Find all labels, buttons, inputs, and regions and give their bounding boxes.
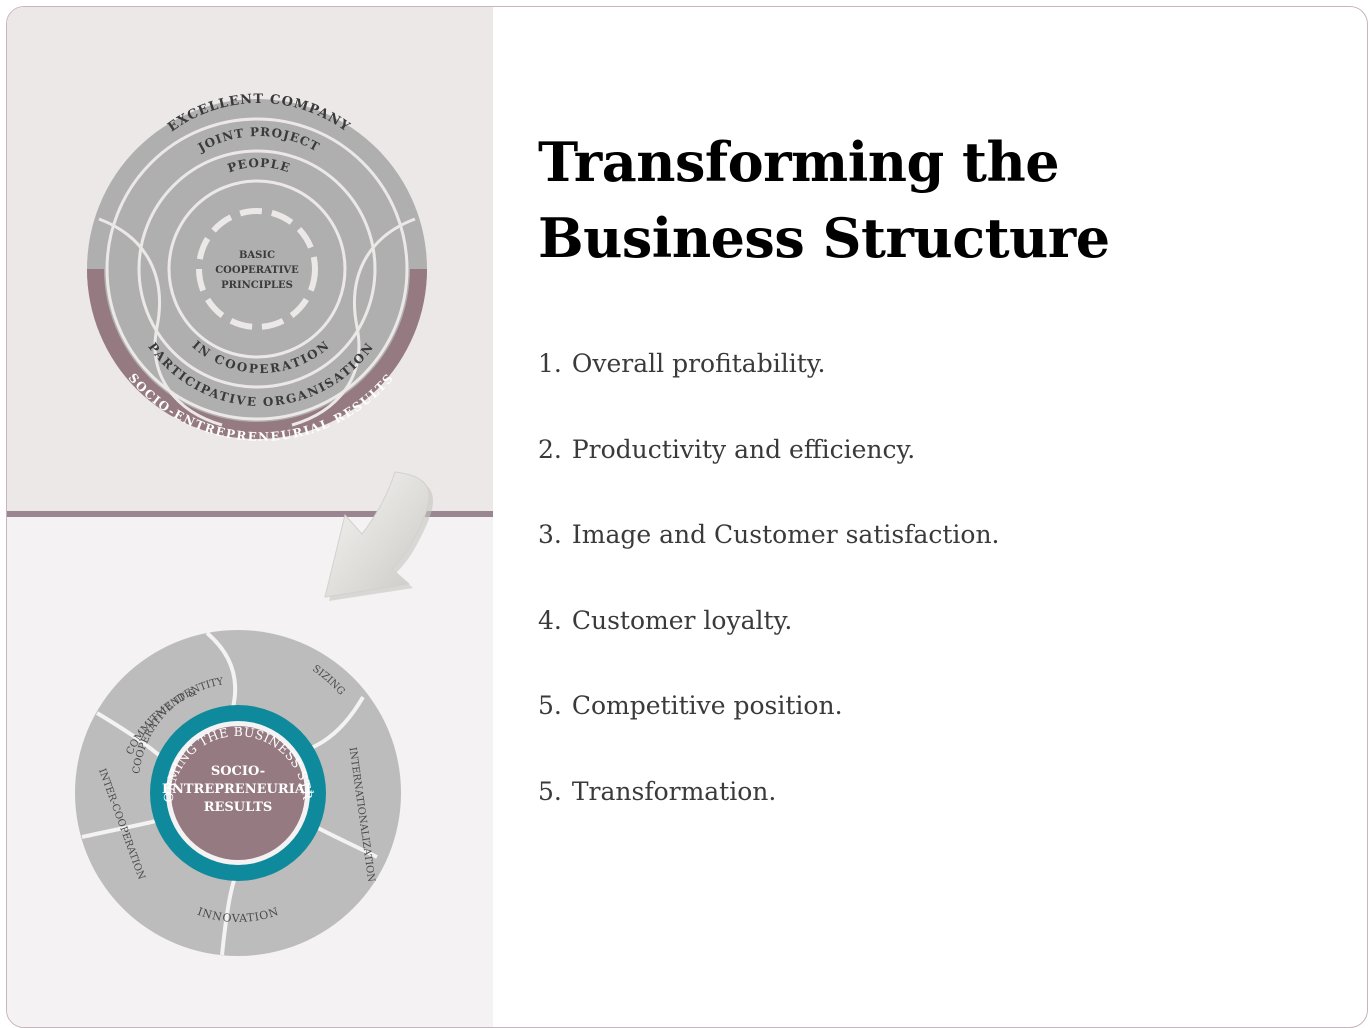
list-item: 5. Transformation.: [538, 764, 1000, 850]
metric-list: 1. Overall profitability. 2. Productivity …: [538, 336, 1000, 849]
core-line-1: SOCIO-: [211, 764, 265, 779]
list-item: 5. Competitive position.: [538, 678, 1000, 764]
list-item-text: Customer loyalty.: [571, 605, 793, 635]
slide-title: Transforming the Business Structure: [538, 130, 1110, 270]
label-innovation: INNOVATION: [196, 905, 281, 925]
panel-divider: [7, 511, 493, 517]
list-item-text: Productivity and efficiency.: [571, 434, 916, 464]
list-item-number: 2.: [538, 434, 562, 464]
label-people: PEOPLE: [226, 156, 293, 176]
core-line-2: ENTREPRENEURIAL: [162, 782, 314, 797]
list-item-text: Overall profitability.: [571, 349, 826, 378]
center-line-1: BASIC: [239, 250, 275, 261]
slide-card: EXCELLENT COMPANY JOINT PROJECT PEOPLE B…: [6, 6, 1368, 1028]
diagrams-svg: EXCELLENT COMPANY JOINT PROJECT PEOPLE B…: [7, 7, 434, 956]
list-item: 1. Overall profitability.: [538, 336, 1000, 422]
list-item-text: Image and Customer satisfaction.: [571, 520, 1000, 549]
weave-line-right: [291, 217, 416, 427]
weave-line-left: [98, 217, 223, 427]
results-core: [171, 726, 305, 860]
results-band: [87, 269, 427, 439]
list-item: 2. Productivity and efficiency.: [538, 422, 1000, 508]
list-item: 3. Image and Customer satisfaction.: [538, 507, 1000, 593]
curved-arrow-icon: [324, 471, 434, 601]
list-item-number: 5.: [538, 691, 562, 720]
list-item-number: 4.: [538, 605, 562, 635]
list-item-number: 1.: [538, 349, 562, 378]
list-item-text: Competitive position.: [571, 691, 843, 720]
top-cooperative-model-diagram: EXCELLENT COMPANY JOINT PROJECT PEOPLE B…: [87, 92, 427, 444]
center-line-3: PRINCIPLES: [221, 280, 293, 291]
list-item-text: Transformation.: [571, 776, 777, 806]
list-item-number: 5.: [538, 776, 562, 806]
list-item: 4. Customer loyalty.: [538, 593, 1000, 679]
list-item-number: 3.: [538, 520, 562, 549]
core-line-3: RESULTS: [204, 800, 273, 815]
center-line-2: COOPERATIVE: [215, 265, 299, 276]
